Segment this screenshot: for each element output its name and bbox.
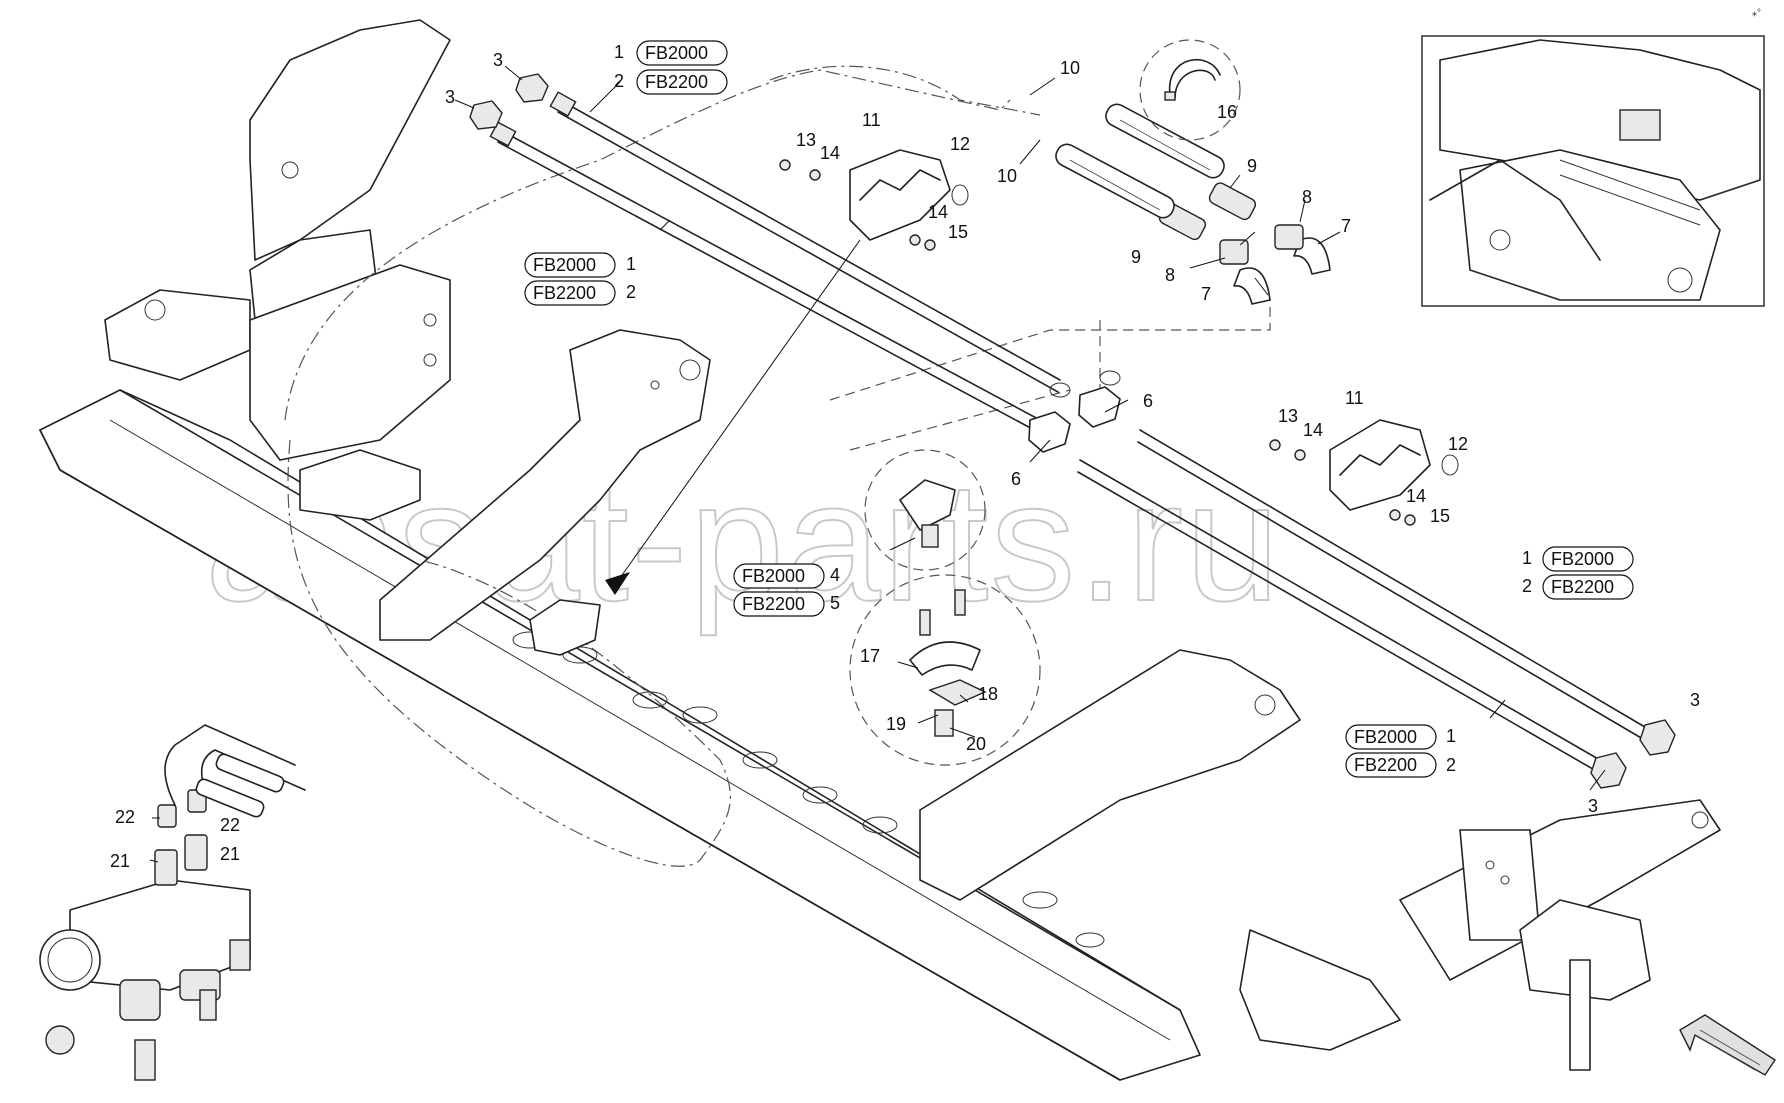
model-tag-fb2200: FB2200 — [742, 594, 805, 614]
callout-1: 1 — [1446, 726, 1456, 746]
callout-8: 8 — [1165, 265, 1175, 285]
callout-6: 6 — [1143, 391, 1153, 411]
small-bracket-on-beam — [529, 239, 861, 656]
callout-5: 5 — [830, 593, 840, 613]
callout-21: 21 — [110, 851, 130, 871]
callout-10: 10 — [997, 166, 1017, 186]
callout-14: 14 — [820, 143, 840, 163]
model-tag-fb2200: FB2200 — [645, 72, 708, 92]
callout-15: 15 — [948, 222, 968, 242]
callout-2: 2 — [1522, 576, 1532, 596]
callout-2: 2 — [1446, 755, 1456, 775]
clamp-bracket-part-11-lower — [1269, 419, 1459, 526]
callout-14: 14 — [1303, 420, 1323, 440]
callout-21: 21 — [220, 844, 240, 864]
callout-22: 22 — [220, 815, 240, 835]
model-tag-group-right: FB2000 FB2200 — [1542, 546, 1634, 600]
callout-1: 1 — [614, 42, 624, 62]
callout-1: 1 — [626, 254, 636, 274]
callout-3: 3 — [1690, 690, 1700, 710]
callout-7: 7 — [1201, 284, 1211, 304]
coupling-part-8 — [1219, 224, 1304, 265]
callout-3: 3 — [445, 87, 455, 107]
model-tag-fb2000: FB2000 — [1551, 549, 1614, 569]
callout-15: 15 — [1430, 506, 1450, 526]
callout-12: 12 — [950, 134, 970, 154]
clamp-bracket-part-11-upper — [779, 149, 969, 251]
inset-machine-view — [1421, 35, 1765, 307]
main-frame-beam — [39, 389, 1201, 1081]
callout-8: 8 — [1302, 187, 1312, 207]
callout-3: 3 — [493, 50, 503, 70]
callout-14: 14 — [1406, 486, 1426, 506]
direction-arrow-icon — [1679, 1014, 1776, 1076]
cap-nut-part-3 — [469, 73, 1676, 789]
model-tag-fb2000: FB2000 — [533, 255, 596, 275]
model-tag-fb2200: FB2200 — [1354, 755, 1417, 775]
adapters-part-22 — [157, 789, 207, 828]
callout-16: 16 — [1217, 102, 1237, 122]
callout-19: 19 — [886, 714, 906, 734]
callout-13: 13 — [1278, 406, 1298, 426]
callout-2: 2 — [626, 282, 636, 302]
model-tag-fb2200: FB2200 — [1551, 577, 1614, 597]
fittings-part-21 — [154, 834, 208, 886]
model-tag-group-top: FB2000 FB2200 — [636, 40, 728, 95]
model-tag-fb2000: FB2000 — [1354, 727, 1417, 747]
callout-2: 2 — [614, 71, 624, 91]
model-tag-group-center: FB2000 FB2200 — [733, 563, 825, 617]
hose-part-10 — [1055, 103, 1225, 219]
model-tag-fb2000: FB2000 — [742, 566, 805, 586]
model-tag-group-lower-right: FB2000 FB2200 — [1345, 724, 1437, 778]
callout-12: 12 — [1448, 434, 1468, 454]
left-upright-bracket — [104, 19, 451, 461]
callout-7: 7 — [1341, 216, 1351, 236]
corner-mark: ⁎° — [1752, 8, 1761, 19]
pipe-lower-pair — [1077, 429, 1651, 773]
callout-9: 9 — [1131, 247, 1141, 267]
callout-11: 11 — [1345, 388, 1364, 408]
callout-20: 20 — [966, 734, 986, 754]
callout-4: 4 — [830, 565, 840, 585]
callout-6: 6 — [1011, 469, 1021, 489]
callout-labels: 3 3 3 3 1 2 1 2 1 2 1 2 4 5 6 6 7 7 8 8 … — [110, 42, 1700, 871]
callout-17: 17 — [860, 646, 880, 666]
hose-lines-left — [164, 724, 306, 818]
detail-circle-sensor — [864, 449, 986, 571]
model-tag-fb2200: FB2200 — [533, 283, 596, 303]
pipe-upper-pair — [489, 91, 1061, 433]
model-tag-group-left: FB2000 FB2200 — [524, 252, 616, 306]
leader-lines — [149, 65, 1606, 863]
middle-bracket — [299, 329, 711, 641]
model-tag-fb2000: FB2000 — [645, 43, 708, 63]
tee-fittings-part-6 — [1028, 370, 1121, 453]
callout-14: 14 — [928, 202, 948, 222]
right-bracket — [919, 649, 1721, 1071]
callout-13: 13 — [796, 130, 816, 150]
callout-22: 22 — [115, 807, 135, 827]
callout-3: 3 — [1588, 796, 1598, 816]
detail-circle-clamp-assembly — [849, 574, 1041, 766]
callout-11: 11 — [862, 110, 881, 130]
detail-circle-part-16 — [1139, 39, 1241, 141]
callout-9: 9 — [1247, 156, 1257, 176]
callout-1: 1 — [1522, 548, 1532, 568]
callout-10: 10 — [1060, 58, 1080, 78]
callout-18: 18 — [978, 684, 998, 704]
valve-block-assembly — [39, 879, 251, 1081]
